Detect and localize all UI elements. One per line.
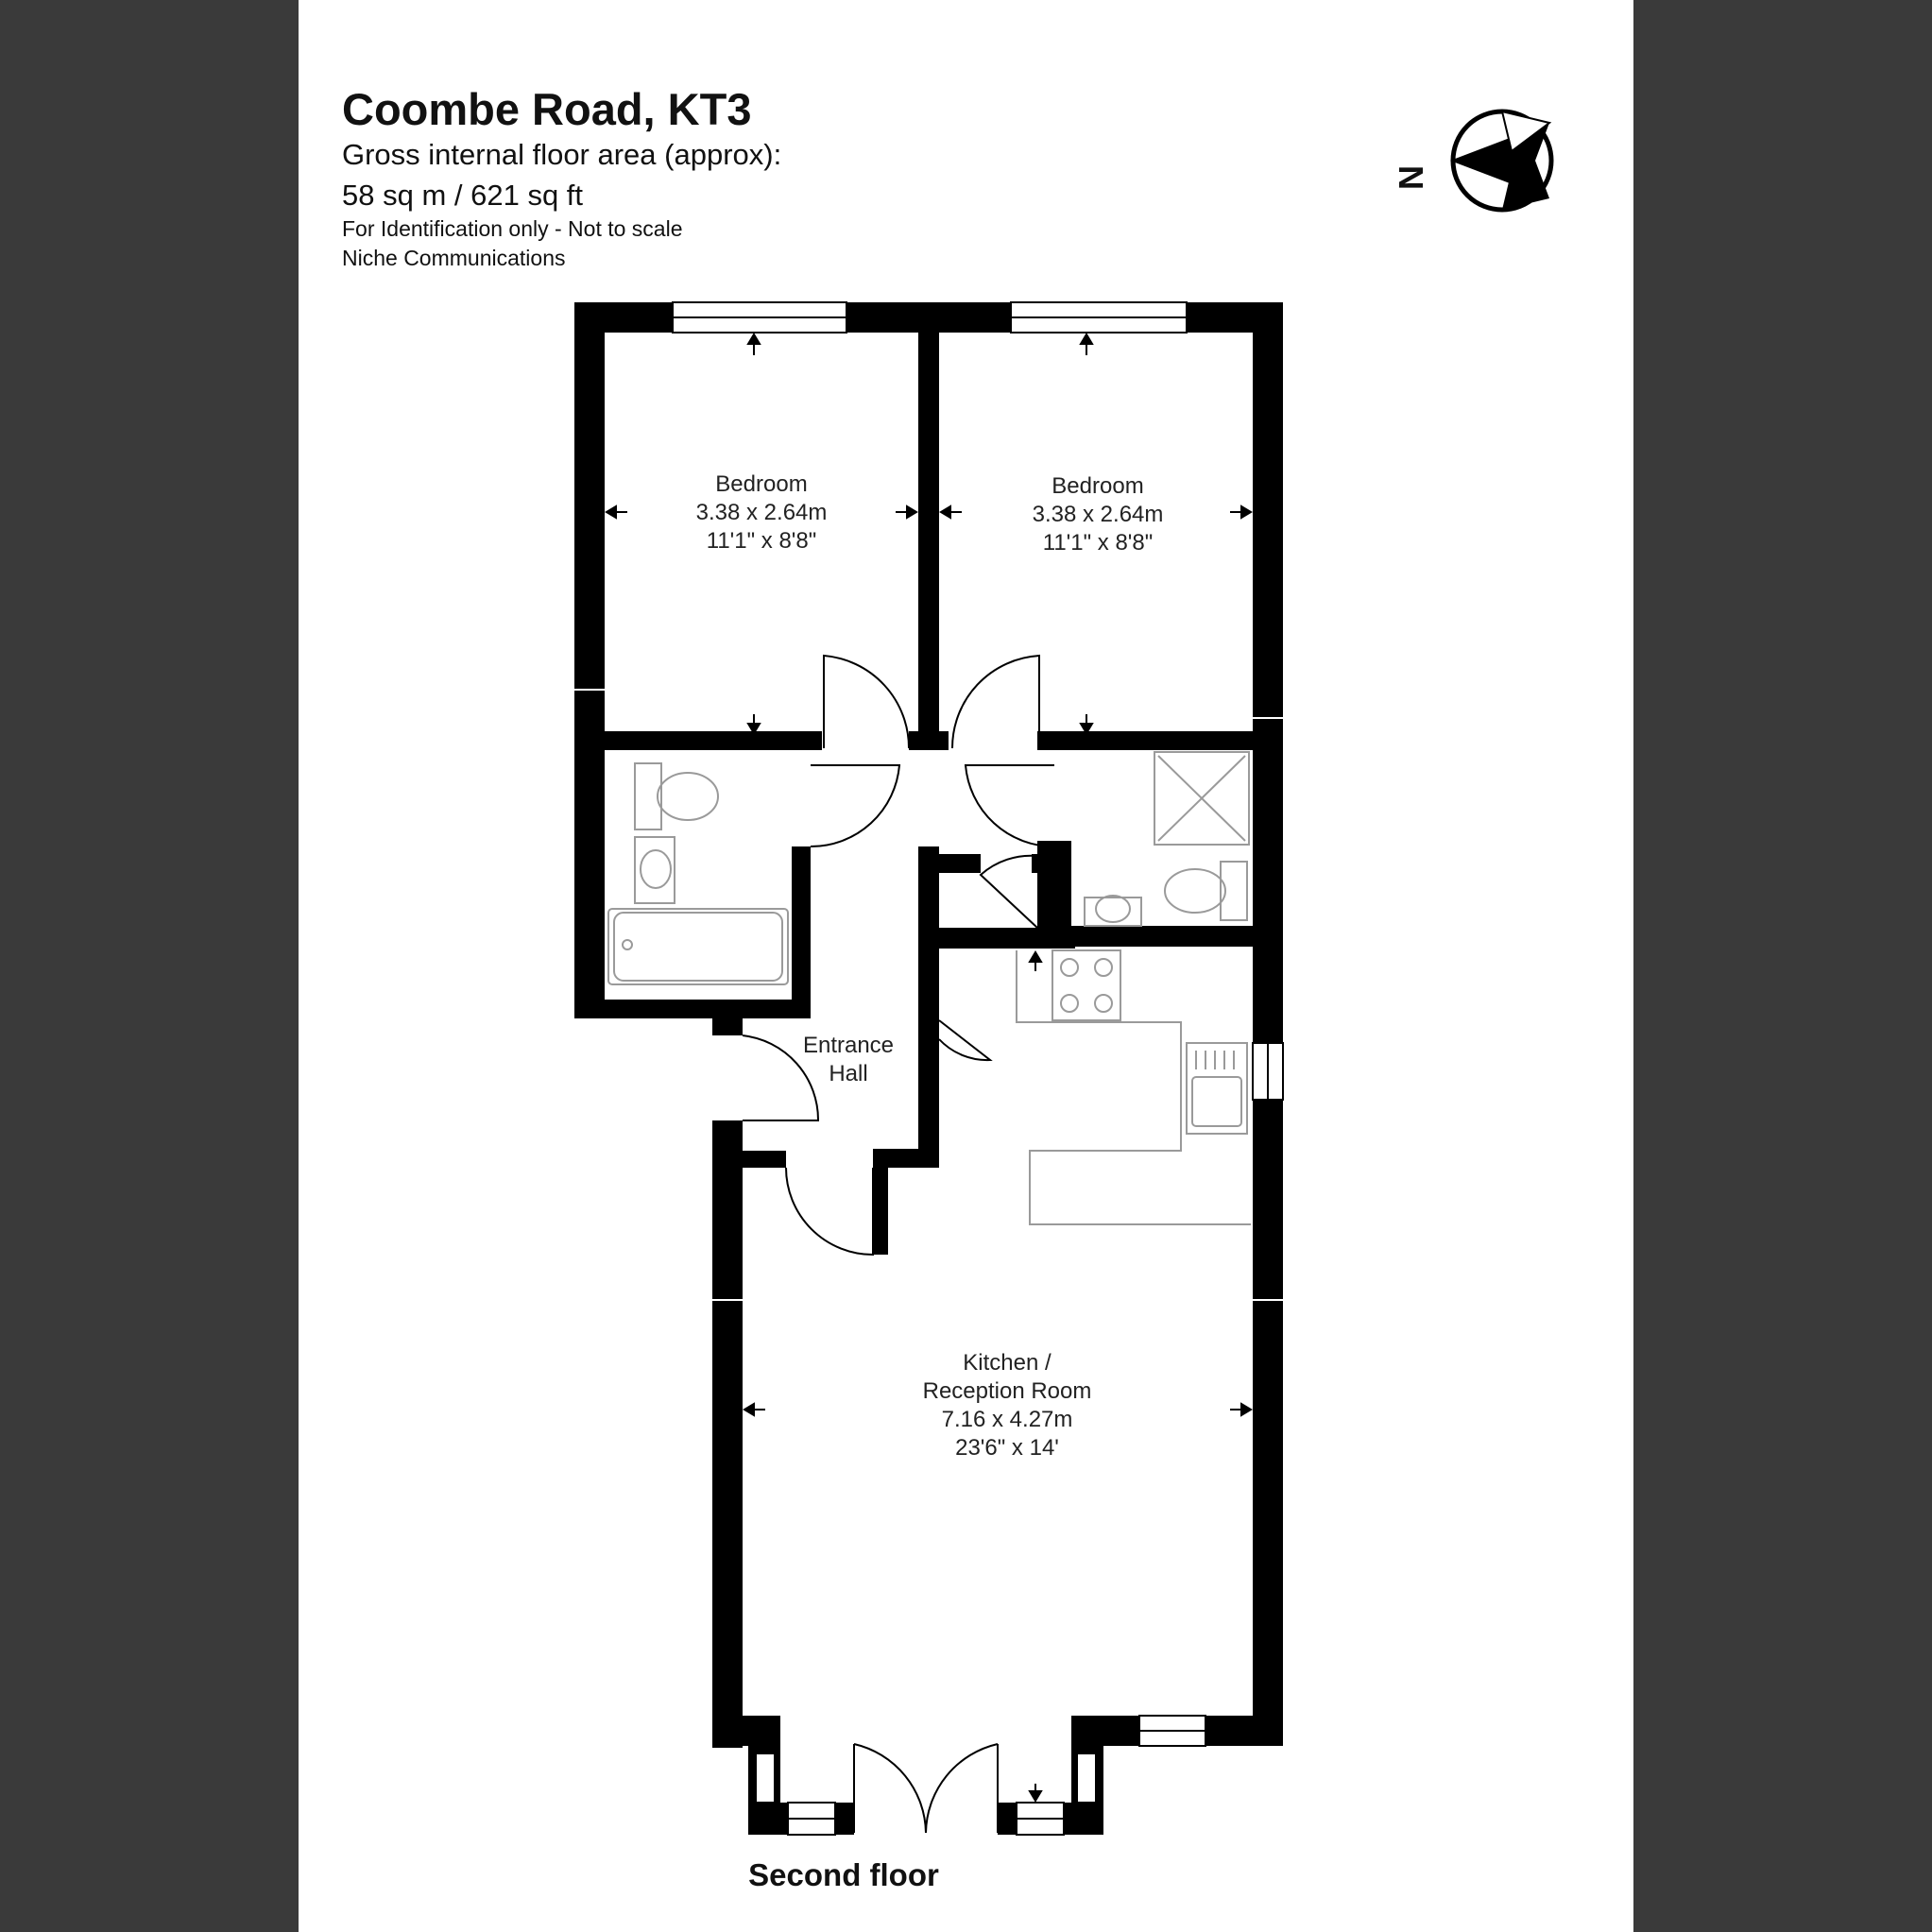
fixtures [607, 751, 1251, 1225]
room-metric: 3.38 x 2.64m [1033, 502, 1164, 527]
room-name-line2: Reception Room [923, 1378, 1092, 1404]
room-name: Bedroom [1051, 473, 1143, 499]
dimension-markers [605, 333, 1253, 1803]
room-metric: 7.16 x 4.27m [942, 1407, 1073, 1432]
room-imperial: 23'6" x 14' [955, 1435, 1059, 1461]
room-metric: 3.38 x 2.64m [696, 500, 828, 525]
property-title: Coombe Road, KT3 [342, 84, 752, 134]
room-bedroom-2: Bedroom 3.38 x 2.64m 11'1" x 8'8" [1033, 473, 1164, 556]
disclaimer-text: For Identification only - Not to scale [342, 216, 683, 241]
area-value: 58 sq m / 621 sq ft [342, 179, 584, 212]
credit-text: Niche Communications [342, 246, 566, 270]
windows [672, 301, 1284, 1836]
room-entrance-hall: Entrance Hall [803, 1033, 894, 1086]
room-imperial: 11'1" x 8'8" [707, 528, 817, 554]
compass-icon: N [1392, 109, 1554, 213]
room-bedroom-1: Bedroom 3.38 x 2.64m 11'1" x 8'8" [696, 471, 828, 554]
room-kitchen-reception: Kitchen / Reception Room 7.16 x 4.27m 23… [923, 1350, 1092, 1461]
room-name-line2: Hall [829, 1061, 867, 1086]
room-imperial: 11'1" x 8'8" [1043, 530, 1154, 556]
floor-label: Second floor [748, 1857, 939, 1892]
room-name-line1: Kitchen / [963, 1350, 1051, 1376]
room-name: Bedroom [715, 471, 807, 497]
compass-letter: N [1392, 165, 1430, 190]
area-label: Gross internal floor area (approx): [342, 138, 782, 171]
doors [742, 654, 1055, 1834]
room-name-line1: Entrance [803, 1033, 894, 1058]
walls [574, 302, 1283, 1835]
